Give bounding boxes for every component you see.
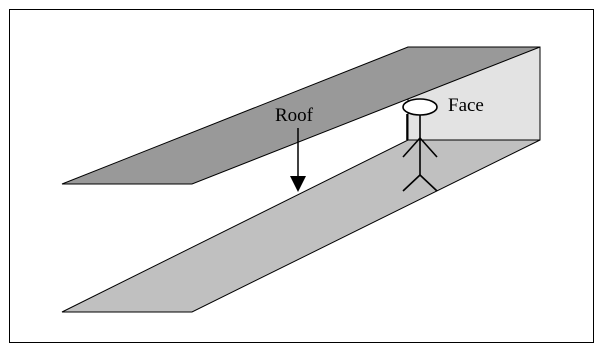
person-leg-right (419, 174, 438, 192)
stick-figure-icon (402, 98, 438, 192)
person-leg-left (402, 174, 421, 192)
person-head (402, 98, 438, 116)
roof-label: Roof (275, 105, 314, 126)
roof-slab (61, 46, 541, 185)
face-label: Face (448, 95, 484, 116)
person-arm-right (419, 137, 438, 158)
person-arm-left (402, 137, 421, 158)
down-arrow-icon (290, 128, 306, 192)
floor-slab (61, 139, 541, 313)
